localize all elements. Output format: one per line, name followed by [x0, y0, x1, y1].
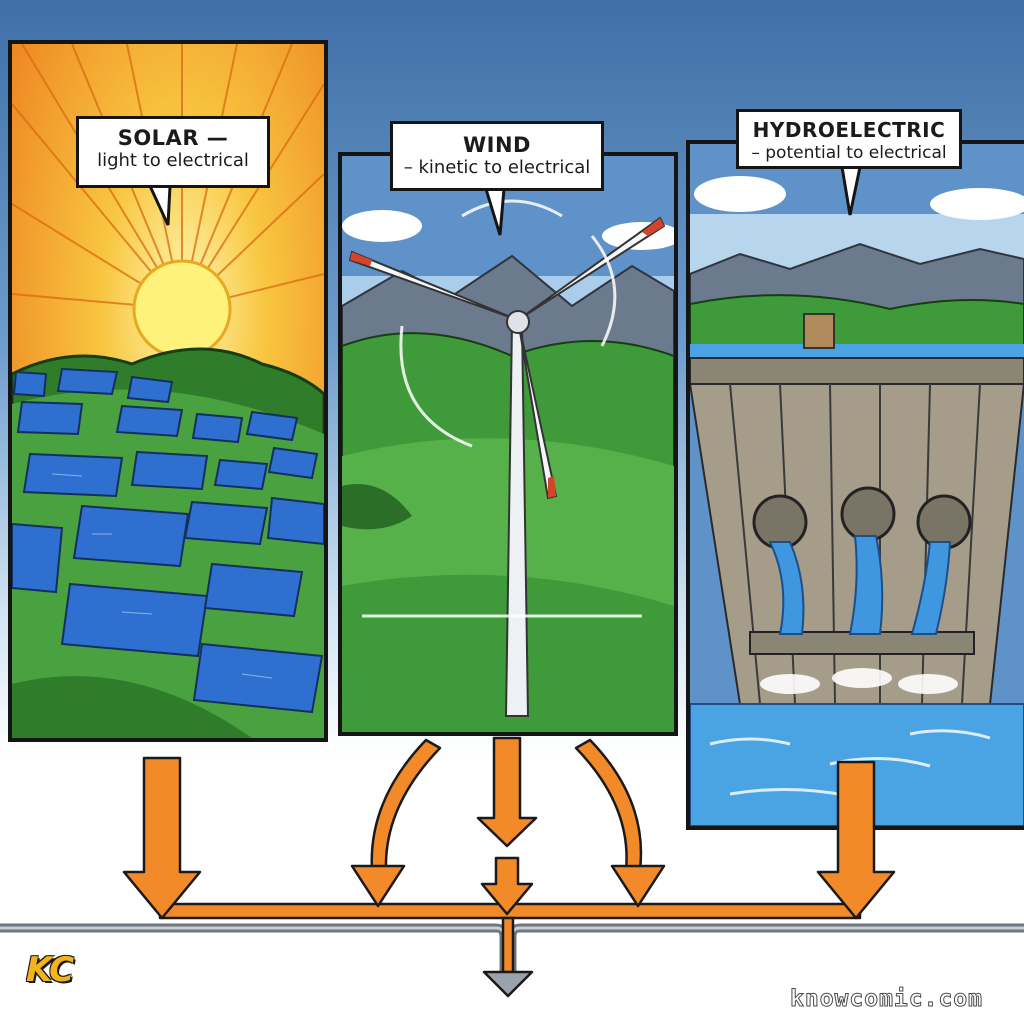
wind-bubble-tail	[483, 187, 506, 236]
wind-curved-arrow-right	[574, 738, 643, 872]
down-arrow-icon	[476, 736, 538, 848]
solar-caption-subtitle: light to electrical	[97, 150, 249, 171]
solar-caption-title: SOLAR —	[117, 126, 229, 150]
hydro-caption-bubble: HYDROELECTRIC – potential to electrical	[736, 109, 962, 169]
wind-caption-title: WIND	[463, 133, 531, 157]
wind-caption-bubble: WIND – kinetic to electrical	[390, 121, 604, 191]
hydro-bubble-tail	[840, 165, 862, 216]
down-arrow-icon	[482, 970, 534, 998]
down-arrow-icon	[480, 856, 534, 916]
kc-logo: KC	[26, 950, 74, 990]
hydro-caption-subtitle: – potential to electrical	[751, 143, 947, 163]
solar-caption-bubble: SOLAR — light to electrical	[76, 116, 270, 188]
wind-caption-subtitle: – kinetic to electrical	[403, 157, 591, 178]
wind-turbine-illustration	[338, 152, 678, 736]
solar-bubble-tail	[147, 184, 172, 226]
wind-curved-arrow-left	[370, 738, 442, 872]
solar-panel-icon	[12, 367, 324, 714]
down-arrow-icon	[122, 756, 202, 920]
down-arrow-icon	[816, 760, 896, 920]
hydroelectric-dam-illustration	[686, 140, 1024, 830]
wind-turbine-icon	[348, 216, 666, 717]
hydro-caption-title: HYDROELECTRIC	[752, 118, 946, 142]
site-watermark: knowcomic.com	[789, 986, 984, 1013]
